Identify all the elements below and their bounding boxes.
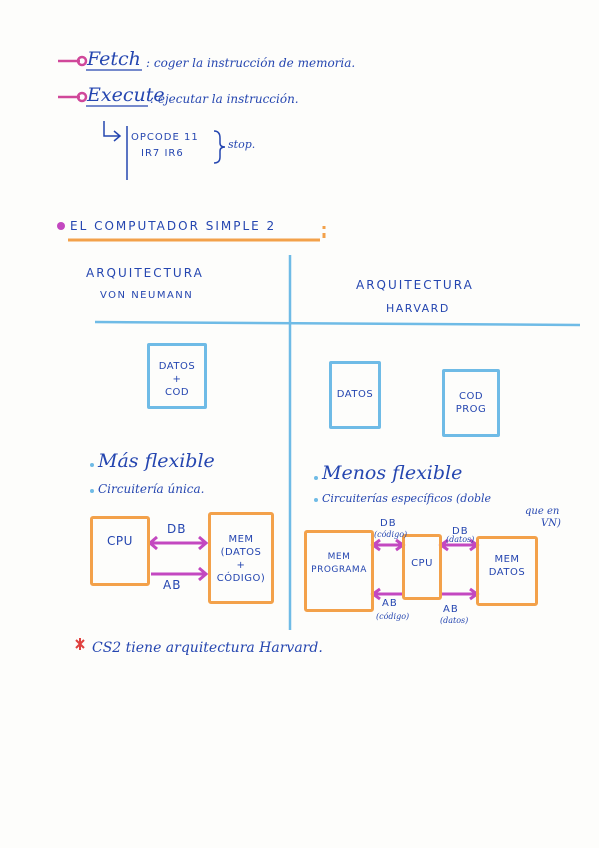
vn-mem-line-2: (DATOS: [220, 547, 262, 558]
hv-db-left-label: DB: [380, 518, 397, 529]
hv-bullet-2c: VN): [541, 518, 561, 529]
curly-brace-icon: [213, 130, 226, 164]
vn-db-arrow: [147, 535, 209, 551]
hv-mem-datos-line-1: MEM: [494, 554, 520, 565]
hv-cpu-box: CPU: [402, 534, 442, 600]
hv-bullet-2: Circuiterías específicos (doble: [322, 492, 492, 505]
hv-datos-label: DATOS: [336, 389, 374, 400]
hv-cod-line-2: PROG: [455, 404, 487, 415]
hv-ab-right-arrow: [442, 587, 480, 601]
stop-label: stop.: [228, 138, 256, 151]
hv-mem-programa-box: MEM PROGRAMA: [304, 530, 374, 612]
vn-cpu-box: CPU: [90, 516, 150, 586]
fetch-word: Fetch: [87, 48, 141, 70]
vn-bullet-1: Más flexible: [98, 450, 215, 472]
execute-description: : ejecutar la instrucción.: [150, 92, 299, 106]
section-bullet-icon: [57, 222, 65, 230]
fetch-description: : coger la instrucción de memoria.: [146, 56, 356, 70]
hv-db-right-label: DB: [452, 526, 469, 537]
hv-ab-right-label: AB: [443, 604, 459, 615]
hv-datos-box: DATOS: [329, 361, 381, 429]
hv-mem-datos-box: MEM DATOS: [476, 536, 538, 606]
vn-ab-label: AB: [163, 578, 182, 592]
footer-note: CS2 tiene arquitectura Harvard.: [92, 640, 323, 656]
section-title: EL COMPUTADOR SIMPLE 2: [70, 219, 277, 233]
branch-arrow-icon: [103, 121, 122, 142]
hv-db-left-sub: (código): [374, 530, 408, 539]
hv-title-2: HARVARD: [386, 302, 450, 315]
hv-ab-left-sub: (código): [376, 612, 410, 621]
vn-ab-arrow: [151, 566, 209, 582]
hv-cod-box: COD PROG: [442, 369, 500, 437]
star-icon: [75, 638, 85, 650]
hv-mem-datos-line-2: DATOS: [488, 567, 526, 578]
hv-bullet-1: Menos flexible: [322, 462, 463, 484]
hv-cod-line-1: COD: [458, 391, 484, 402]
fetch-arrow-icon: [58, 55, 88, 67]
hv-db-right-sub: (datos): [446, 535, 475, 544]
vn-mem-line-3: +: [236, 560, 246, 571]
vn-box-line-1: DATOS: [158, 361, 196, 372]
vn-box-line-2: +: [172, 374, 182, 385]
vn-memory-box: DATOS + COD: [147, 343, 207, 409]
hv-title-1: ARQUITECTURA: [356, 278, 474, 292]
vn-mem-line-4: CÓDIGO): [216, 573, 266, 584]
hv-db-left-arrow: [370, 538, 406, 552]
hv-ab-right-sub: (datos): [440, 616, 469, 625]
vn-bullet-2: Circuitería única.: [98, 482, 205, 496]
hv-bullet-2b: que en: [525, 506, 560, 517]
hv-mem-prog-line-1: MEM: [327, 552, 351, 562]
vn-mem-box: MEM (DATOS + CÓDIGO): [208, 512, 274, 604]
vn-cpu-label: CPU: [107, 534, 133, 548]
execute-word: Execute: [87, 84, 165, 106]
vn-mem-line-1: MEM: [228, 534, 254, 545]
hv-mem-prog-line-2: PROGRAMA: [311, 565, 367, 575]
vn-title-1: ARQUITECTURA: [86, 266, 204, 280]
opcode-line-1: OPCODE 11: [131, 132, 199, 143]
opcode-line-2: IR7 IR6: [141, 148, 184, 159]
vn-title-2: VON NEUMANN: [100, 290, 194, 301]
hv-cpu-label: CPU: [411, 558, 433, 569]
vn-db-label: DB: [167, 522, 187, 536]
vn-box-line-3: COD: [164, 387, 190, 398]
hv-ab-left-label: AB: [382, 598, 398, 609]
execute-arrow-icon: [58, 91, 88, 103]
